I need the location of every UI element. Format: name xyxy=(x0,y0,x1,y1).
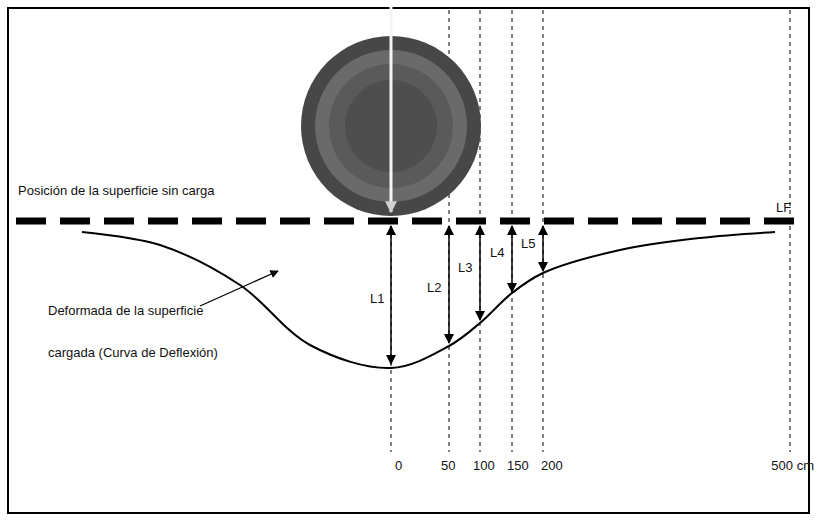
distance-label: 200 xyxy=(541,458,563,474)
deflection-label: L2 xyxy=(427,280,441,296)
deflection-label: L4 xyxy=(490,245,504,261)
distance-label: 100 xyxy=(473,458,495,474)
leader-line xyxy=(200,271,278,306)
distance-label: 0 xyxy=(395,458,402,474)
distance-label: 500 cm xyxy=(771,458,814,474)
deflection-label: L5 xyxy=(521,236,535,252)
surface-label: Posición de la superficie sin carga xyxy=(18,183,215,199)
deflection-label: L3 xyxy=(458,260,472,276)
deflection-arrows xyxy=(391,226,543,364)
distance-label: 150 xyxy=(507,458,529,474)
distance-label: 50 xyxy=(441,458,455,474)
frame xyxy=(8,8,809,513)
deflection-label: L1 xyxy=(370,291,384,307)
far-deflection-label: LF xyxy=(776,200,791,216)
unloaded-surface xyxy=(16,218,800,225)
curve-label: Deformada de la superficie cargada (Curv… xyxy=(48,290,238,374)
wheel xyxy=(301,6,481,216)
